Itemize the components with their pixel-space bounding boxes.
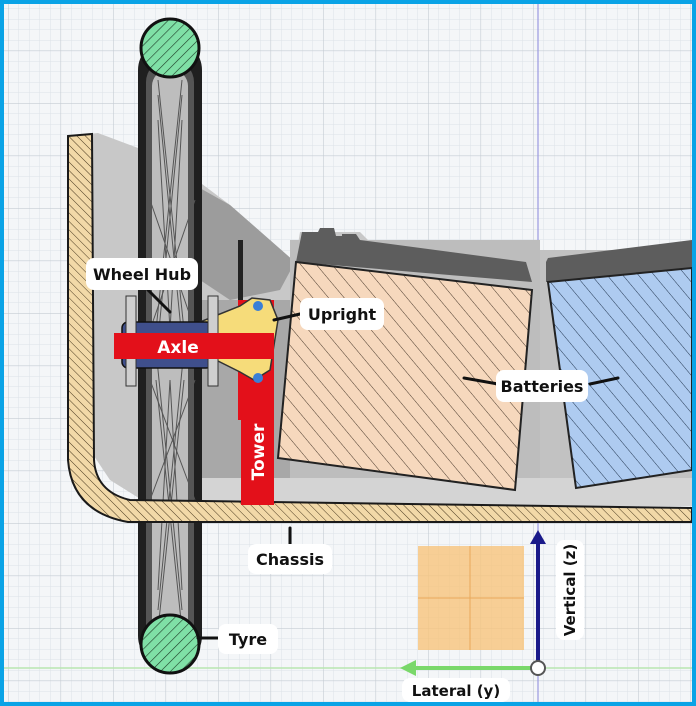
batteries-label: Batteries (501, 377, 584, 396)
chassis-label: Chassis (256, 550, 324, 569)
axle (114, 333, 274, 359)
vertical-axis-label-box (556, 540, 584, 640)
upright-bolt-bottom (253, 373, 263, 383)
tyre-label-box (218, 624, 278, 654)
upright-bolt-top (253, 301, 263, 311)
tower-label: Tower (249, 423, 269, 480)
axis-origin (530, 660, 546, 676)
battery-left (276, 260, 534, 492)
suspension-diagram: Wheel Hub Axle Upright Batteries Tower C… (4, 4, 692, 702)
battery-left-terminal-cap (296, 228, 532, 282)
batteries-leader-right (588, 376, 620, 386)
batteries-label-box (496, 370, 588, 402)
lateral-axis-label: Lateral (y) (412, 682, 500, 700)
batteries-leader-left (462, 376, 500, 386)
leader-lines (146, 288, 620, 640)
wheel-hub-label: Wheel Hub (93, 265, 191, 284)
upright-leader (272, 312, 302, 322)
chassis-label-box (248, 544, 332, 574)
wheel-hub-label-box (86, 258, 198, 290)
tyre-label: Tyre (229, 630, 267, 649)
axle-label: Axle (157, 338, 198, 358)
battery-right (546, 266, 692, 490)
upright-label: Upright (308, 305, 377, 324)
vertical-axis-label: Vertical (z) (561, 544, 579, 637)
tower (241, 415, 274, 505)
lateral-axis-label-box (402, 678, 510, 702)
tyre-top-section (139, 17, 201, 79)
tyre-bottom-section (139, 613, 201, 675)
chassis-section (67, 132, 692, 523)
lateral-axis-arrowhead (400, 660, 416, 676)
upright-label-box (300, 298, 384, 330)
vertical-axis-arrowhead (530, 530, 546, 544)
diagram-frame: Wheel Hub Axle Upright Batteries Tower C… (4, 4, 692, 702)
wheel-hub-leader (146, 288, 172, 314)
